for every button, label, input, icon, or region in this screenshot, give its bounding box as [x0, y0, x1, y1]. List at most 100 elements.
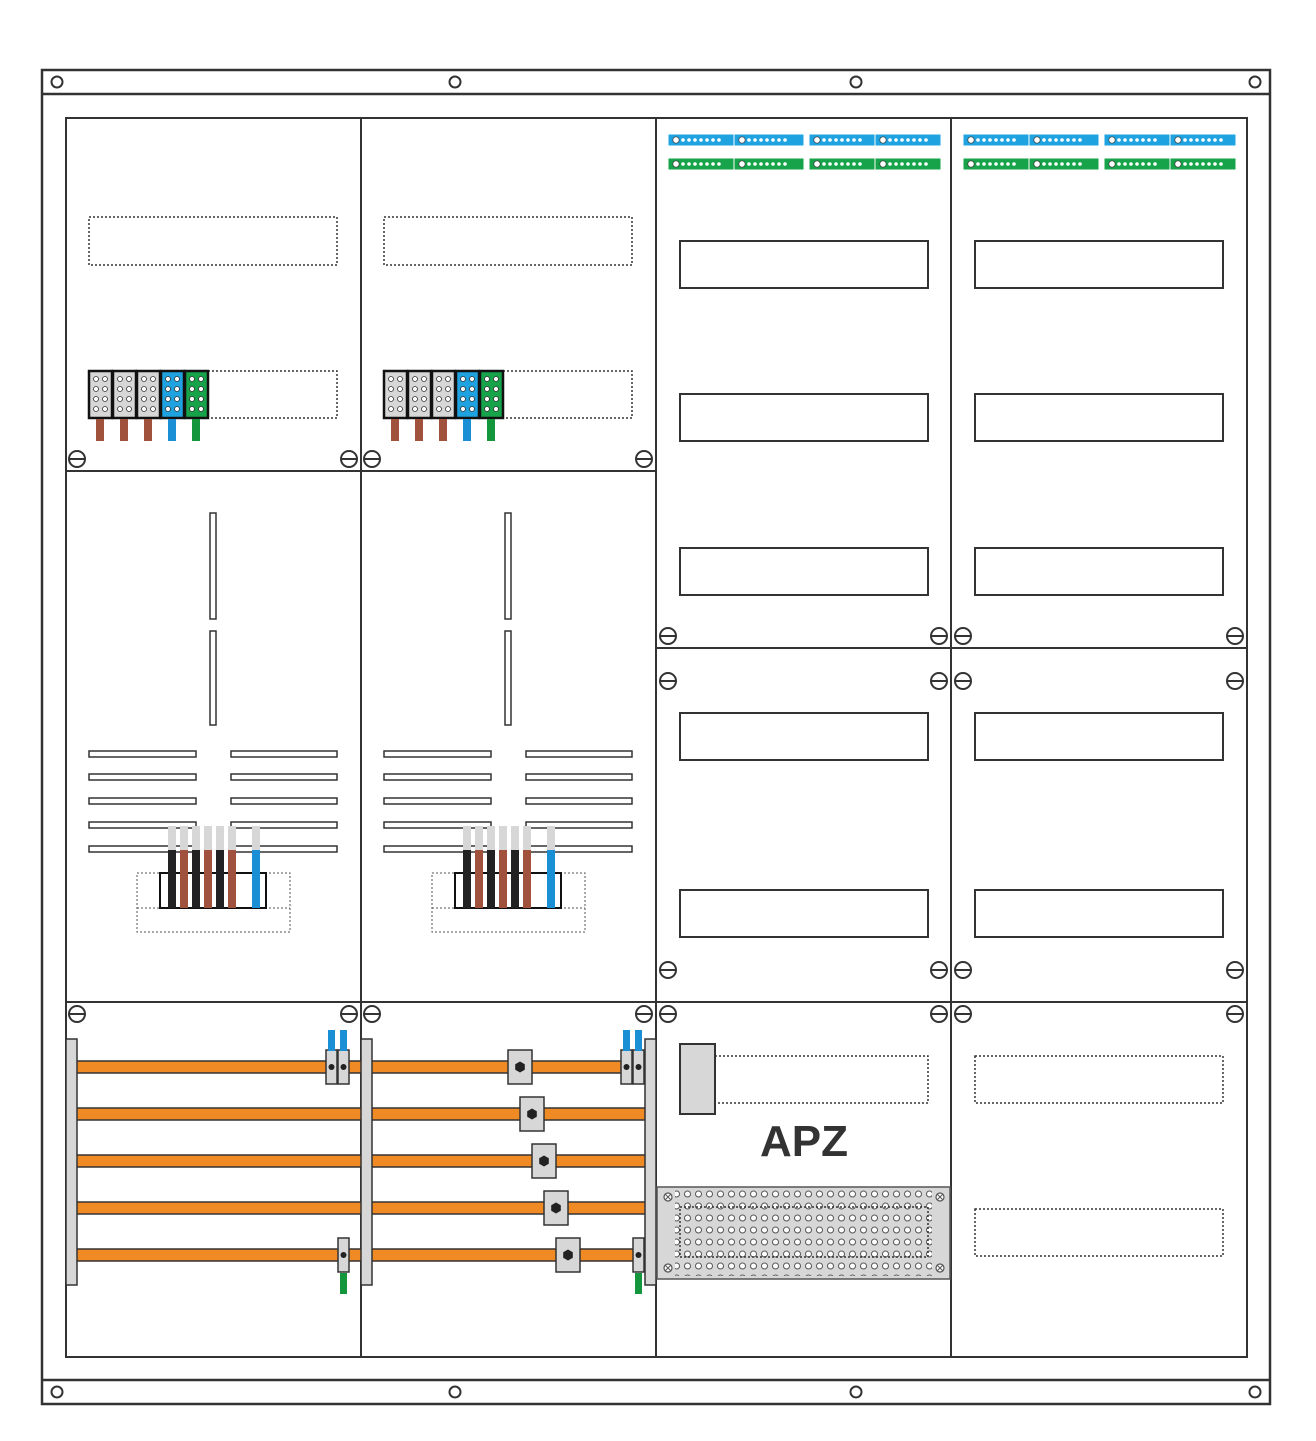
- mounting-hole-icon: [448, 75, 462, 89]
- panel-screws: [68, 450, 1244, 1023]
- wire: [120, 419, 128, 441]
- n-pe-terminal-strip: [962, 133, 1237, 171]
- screw-icon: [1226, 627, 1244, 645]
- terminal: [87, 369, 114, 420]
- wire: [499, 850, 507, 908]
- busbar-support: [644, 1038, 657, 1286]
- wire: [192, 419, 200, 441]
- vent-slot: [88, 845, 197, 853]
- vent-slot: [88, 773, 197, 781]
- vent-slot: [525, 821, 633, 829]
- vent-slot: [230, 750, 338, 758]
- wire: [439, 419, 447, 441]
- connection-clamp: [325, 1049, 338, 1085]
- bolt-clamp-icon: [531, 1143, 557, 1179]
- mounting-hole-icon: [1248, 1385, 1262, 1399]
- connection-clamp: [632, 1049, 645, 1085]
- wire: [415, 419, 423, 441]
- wire: [340, 1030, 347, 1051]
- wire: [328, 1030, 335, 1051]
- screw-icon: [363, 1005, 381, 1023]
- main-terminal-block: [87, 369, 210, 441]
- vent-slot: [525, 845, 633, 853]
- screw-icon: [68, 450, 86, 468]
- terminal-strip-segment: [1028, 157, 1100, 171]
- wire: [635, 1273, 642, 1294]
- wire: [180, 850, 188, 908]
- screw-icon: [954, 1005, 972, 1023]
- screw-icon: [930, 627, 948, 645]
- meter-terminal: [454, 872, 562, 909]
- wire: [340, 1273, 347, 1294]
- mounting-hole-icon: [849, 1385, 863, 1399]
- meter-field-1-middle: [88, 512, 338, 933]
- meter-field-2-middle: [383, 512, 633, 933]
- terminal: [111, 369, 138, 420]
- vent-slot: [230, 773, 338, 781]
- apz-label: APZ: [760, 1117, 848, 1166]
- main-terminal-block: [382, 369, 505, 441]
- screw-icon: [954, 961, 972, 979]
- terminal: [183, 369, 210, 420]
- wire: [168, 419, 176, 441]
- connection-clamp: [337, 1237, 350, 1273]
- meter-field-2-top: [382, 216, 633, 441]
- meter-terminal: [159, 872, 267, 909]
- screw-icon: [1226, 672, 1244, 690]
- screw-icon: [954, 672, 972, 690]
- connection-clamp: [337, 1049, 350, 1085]
- wire: [623, 1030, 630, 1051]
- wire: [487, 419, 495, 441]
- vent-slot: [525, 797, 633, 805]
- mounting-hole-icon: [849, 75, 863, 89]
- vent-slot: [525, 773, 633, 781]
- screw-icon: [635, 450, 653, 468]
- wire: [463, 419, 471, 441]
- screw-icon: [930, 1005, 948, 1023]
- wire: [204, 850, 212, 908]
- terminal: [406, 369, 433, 420]
- vent-slot: [383, 773, 492, 781]
- bolt-clamp-icon: [519, 1096, 545, 1132]
- connection-clamp: [620, 1049, 633, 1085]
- bolt-clamp-icon: [555, 1237, 581, 1273]
- screw-icon: [659, 1005, 677, 1023]
- vent-slot: [383, 750, 492, 758]
- terminal-strip-segment: [733, 157, 805, 171]
- wire: [168, 850, 176, 908]
- screw-icon: [635, 1005, 653, 1023]
- reserve-field: [974, 1055, 1224, 1257]
- wire: [547, 850, 555, 908]
- screw-icon: [954, 627, 972, 645]
- screw-icon: [659, 961, 677, 979]
- terminal: [382, 369, 409, 420]
- terminal: [159, 369, 186, 420]
- wire: [635, 1030, 642, 1051]
- mounting-holes: [50, 75, 1262, 1399]
- mounting-hole-icon: [50, 1385, 64, 1399]
- screw-icon: [340, 1005, 358, 1023]
- wire: [96, 419, 104, 441]
- mounting-hole-icon: [1248, 75, 1262, 89]
- wire: [487, 850, 495, 908]
- terminal: [430, 369, 457, 420]
- vent-slot: [88, 750, 197, 758]
- mounting-hole-icon: [448, 1385, 462, 1399]
- meter-rail: [209, 512, 217, 620]
- vent-slot: [525, 750, 633, 758]
- wire: [144, 419, 152, 441]
- screw-icon: [659, 672, 677, 690]
- meter-rail: [504, 512, 512, 620]
- terminal-strip-segment: [1028, 133, 1100, 147]
- wire: [192, 850, 200, 908]
- screw-icon: [363, 450, 381, 468]
- screw-icon: [659, 627, 677, 645]
- vent-slot: [88, 821, 197, 829]
- screw-icon: [930, 961, 948, 979]
- connection-clamp: [632, 1237, 645, 1273]
- wire: [475, 850, 483, 908]
- wire: [228, 850, 236, 908]
- meter-rail: [209, 630, 217, 726]
- screw-icon: [1226, 961, 1244, 979]
